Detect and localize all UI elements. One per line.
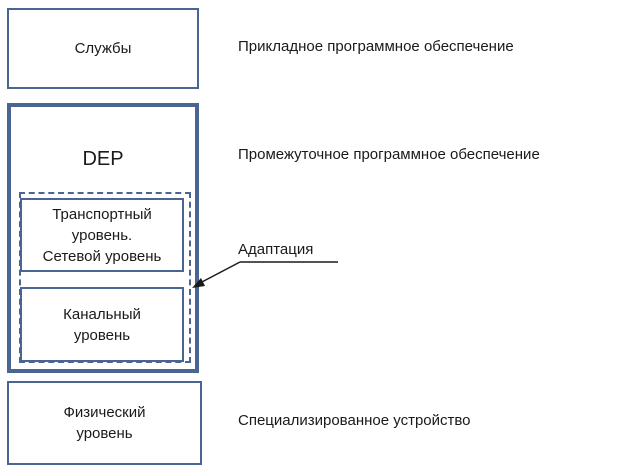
link-layer-box: Канальный уровень — [20, 287, 184, 362]
physical-layer-label: Физический уровень — [63, 404, 146, 442]
middleware-label: Промежуточное программное обеспечение — [238, 146, 540, 163]
services-layer-box: Службы — [7, 8, 199, 89]
adaptation-leader-line — [199, 261, 241, 284]
dep-title: DEP — [82, 148, 124, 170]
adaptation-label: Адаптация — [238, 241, 314, 258]
specialized-device-label: Специализированное устройство — [238, 412, 471, 429]
services-layer-label: Службы — [74, 40, 132, 57]
adaptation-dashed-frame — [19, 192, 191, 363]
application-software-label: Прикладное программное обеспечение — [238, 38, 514, 55]
link-layer-label: Канальный уровень — [63, 305, 141, 344]
physical-layer-box: Физический уровень — [7, 381, 202, 465]
transport-network-layer-label: Транспортный уровень. Сетевой уровень — [42, 205, 162, 265]
transport-network-layer-box: Транспортный уровень. Сетевой уровень — [20, 198, 184, 272]
